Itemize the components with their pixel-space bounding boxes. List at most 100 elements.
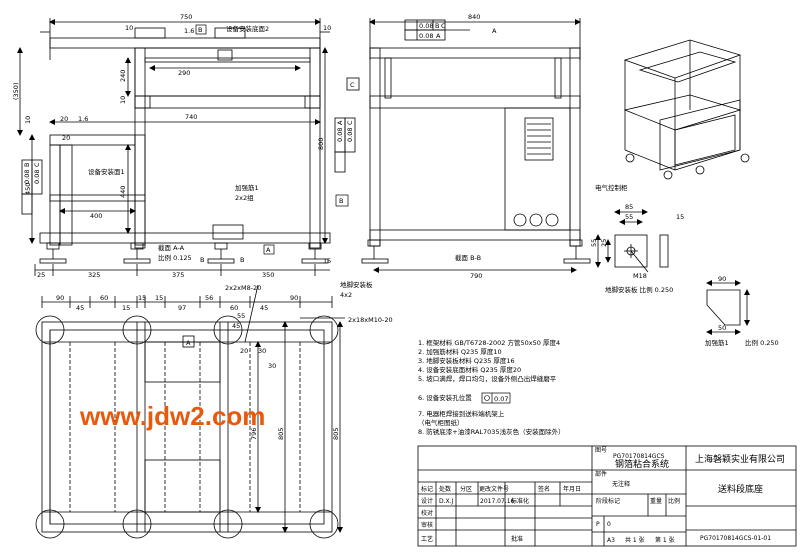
tb-qty-zero: 0: [607, 521, 611, 528]
tol-mid-flat-ref: C: [346, 120, 354, 125]
roughness-a: 1.6: [184, 27, 194, 35]
plan-top-dim: 15: [155, 294, 163, 302]
note-line: 6. 设备安装孔位置: [418, 393, 472, 402]
tol-left-flat: 0.08: [33, 170, 41, 184]
dim-bottom-325: 325: [88, 271, 100, 279]
plan-top-dim: 15: [138, 294, 146, 302]
plan-top-dim: 90: [290, 294, 298, 302]
dim-bottom-25: 25: [37, 271, 45, 279]
dim-height-240: 240: [119, 70, 127, 82]
foot-dim-55v: 55: [590, 239, 598, 247]
label-mount-top: 设备安装底面2: [226, 24, 269, 33]
foot-dim-m18: M18: [633, 272, 647, 280]
tol-side-2-ref: A: [436, 32, 441, 40]
hole-position-tol: 0.07: [494, 395, 508, 403]
side-datum-c: C: [350, 81, 355, 89]
datum-tag: B: [240, 256, 244, 264]
dim-bottom-350: 350: [262, 271, 274, 279]
plan-top-dim: 56: [205, 294, 213, 302]
plan-top-dim: 60: [100, 294, 108, 302]
plan-mid-dim: 55: [237, 312, 245, 320]
tol-mid-flat: 0.08: [346, 128, 354, 142]
dim-height-800: 800: [317, 138, 325, 150]
tb-weight: 重量: [650, 497, 662, 505]
datum-tag: A: [266, 246, 271, 254]
label-foot-plate: 地脚安装板: [340, 280, 373, 289]
foot-plate-detail: [595, 209, 669, 273]
tb-hdr-date: 年月日: [563, 485, 581, 493]
dim-top-height: (350): [12, 83, 20, 100]
dim-height-450: 450: [24, 183, 32, 195]
tb-drawing-no-label: 图号: [595, 447, 607, 454]
rib-scale: 比例 0.250: [745, 338, 779, 347]
tb-part-no: PG70170814GCS-01-01: [700, 535, 771, 542]
tol-side-1: 0.08: [419, 22, 433, 30]
roughness-b: 1.6: [78, 115, 88, 123]
tb-approve: 批准: [511, 535, 523, 543]
foot-dim-25: 25: [600, 239, 608, 247]
tb-hdr-mark: 标记: [421, 485, 433, 493]
plan-mid-dim: 30: [258, 347, 266, 355]
tb-subpart-label: 部件: [595, 470, 607, 478]
tol-left-flat-ref: C: [33, 162, 41, 167]
dim-width-20b: 20: [62, 134, 70, 142]
dim-right-inset: 10: [323, 24, 331, 32]
note-line: 1. 框架材料 GB/T6728-2002 方管50x50 厚度4: [418, 338, 560, 347]
label-control-cabinet: 电气控制柜: [595, 183, 628, 192]
dim-width-790: 790: [470, 272, 482, 280]
note-line: 5. 坡口满焊，焊口均匀，设备外侧凸出焊缝磨平: [418, 374, 557, 383]
foot: [301, 242, 329, 264]
tb-hdr-count: 处数: [439, 485, 451, 493]
tb-ratio: 比例: [668, 497, 680, 505]
side-view-texts: 840 790 0.08 B C 0.08 A A C 电气控制柜 截面 B-B: [350, 13, 628, 280]
foot: [123, 242, 151, 264]
dim-bottom-15: 15: [323, 257, 331, 265]
front-view-dimensions: 750 10 10 1.6 设备安装底面2 (350) 10 240 10 45…: [12, 13, 373, 299]
tb-date: 2017.07.16: [480, 498, 515, 505]
dim-width-290: 290: [178, 69, 190, 77]
tol-side-1-ref-b: B: [435, 22, 439, 30]
tb-role-craft: 工艺: [421, 535, 433, 543]
dim-bottom-375: 375: [172, 271, 184, 279]
rib-detail-texts: 90 50 加强筋1 比例 0.250: [705, 275, 779, 347]
plan-datum-a: A: [186, 339, 191, 347]
rib-dim-90: 90: [718, 275, 726, 283]
plan-top-dim: 97: [178, 304, 186, 312]
note-line: 3. 地脚安装板材料 Q235 厚度16: [418, 356, 515, 365]
plan-view-texts: 90 45 60 15 97 56 60 90 15 15 45 45 55 3…: [56, 284, 393, 440]
tol-mid-parallel: 0.08: [336, 128, 344, 142]
tb-role-design: 设计: [421, 497, 433, 505]
foot: [207, 242, 235, 264]
tb-sheets: 共 1 张: [625, 536, 645, 544]
plan-height-796: 796: [250, 428, 258, 440]
tol-left-parallel-ref: B: [23, 163, 31, 167]
tb-designer: D.X.J: [439, 498, 454, 505]
note-line: 8. 防锈底漆+油漆RAL7035浅灰色（安装面除外）: [418, 427, 565, 436]
plan-height-805a: 805: [332, 428, 340, 440]
hole-note-b: 2x18xM10-20: [348, 316, 393, 324]
plan-height-805b: 805: [277, 428, 285, 440]
plan-top-dim: 15: [122, 304, 130, 312]
label-scale-aa: 比例 0.125: [158, 253, 192, 262]
dim-width-740: 740: [185, 113, 197, 121]
label-section-aa: 截面 A-A: [158, 243, 185, 252]
dim-height-10b: 10: [119, 96, 127, 104]
tb-role-review: 审核: [421, 521, 433, 529]
label-rib-qty: 2x2组: [235, 193, 254, 202]
tol-left-parallel: 0.08: [23, 170, 31, 184]
technical-notes: 1. 框架材料 GB/T6728-2002 方管50x50 厚度4 2. 加强筋…: [418, 338, 565, 436]
tb-sheet-no: 第 1 张: [655, 536, 675, 544]
tb-company: 上海磐颖实业有限公司: [695, 453, 785, 465]
side-view: [346, 18, 591, 273]
plan-top-dim: 90: [56, 294, 64, 302]
front-datum-tags: B B A B B: [195, 24, 349, 264]
note-line: 4. 设备安装底面材料 Q235 厚度20: [418, 365, 521, 374]
dim-height-10a: 10: [24, 116, 32, 124]
label-rib: 加强筋1: [235, 183, 259, 192]
tb-paper: A3: [607, 537, 615, 544]
note-line: 7. 电器柜焊接到送料端机架上: [418, 409, 505, 418]
plan-view: [35, 284, 345, 539]
dim-height-440: 440: [119, 186, 127, 198]
note-line: （电气柜图纸）: [418, 418, 464, 427]
